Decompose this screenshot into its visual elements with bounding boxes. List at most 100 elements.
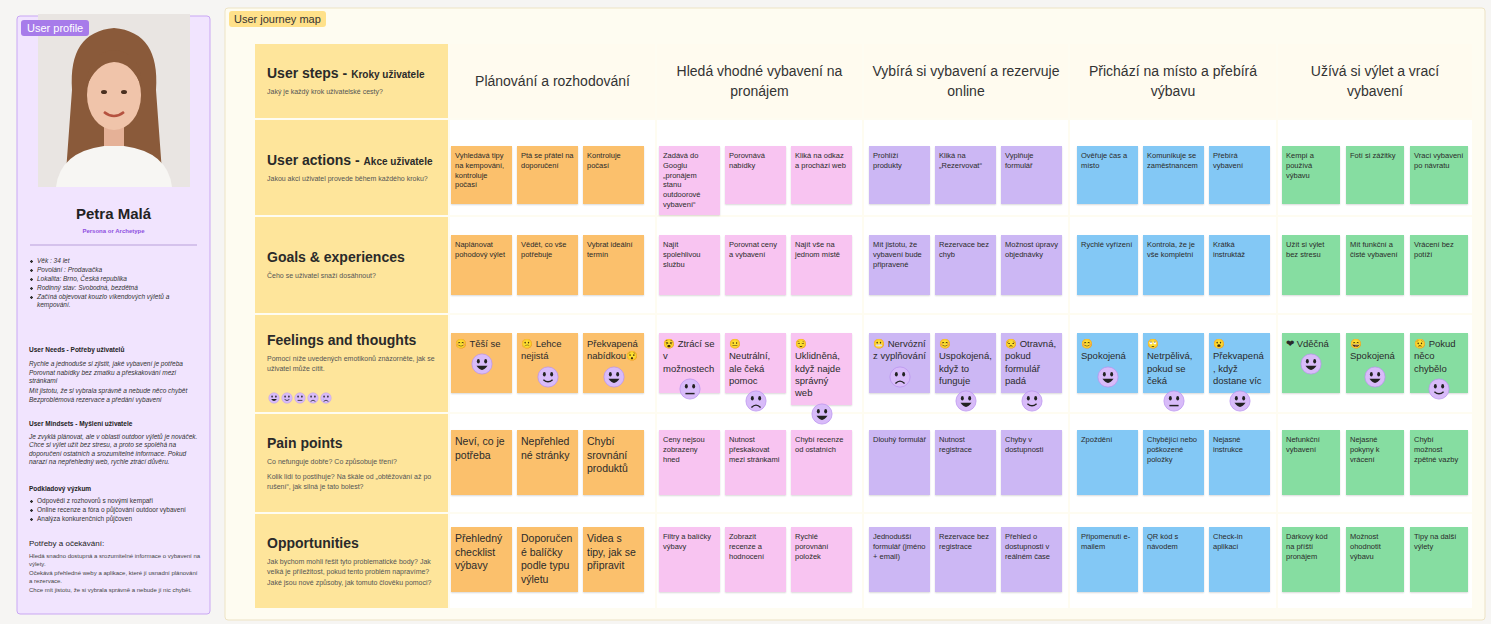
sticky-note: Najít vše na jednom místě	[791, 235, 852, 295]
sticky-text: Tipy na další výlety	[1414, 532, 1464, 552]
sticky-text: Najít vše na jednom místě	[795, 240, 848, 260]
sticky-text: Jednodušší formulář (jméno + email)	[873, 532, 926, 561]
sticky-note: Nejasné instrukce	[1209, 430, 1270, 495]
sticky-text: Užít si výlet bez stresu	[1286, 240, 1336, 260]
profile-text: User Mindsets - Myšlení uživatele	[29, 420, 201, 428]
sticky-note: Nutnost přeskakovat mezi stránkami	[725, 430, 786, 495]
row-title-line: User actions -Akce uživatele	[267, 151, 442, 169]
row-title: User actions -	[267, 152, 360, 168]
sticky-note: Kliká na odkaz a prochází web	[791, 146, 852, 204]
sticky-note: Mít funkční a čisté vybavení	[1346, 235, 1404, 295]
profile-text: Porovnat nabídky bez zmatku a přeskaková…	[29, 369, 201, 386]
grid-cells	[450, 120, 1472, 608]
sticky-text: QR kód s návodem	[1147, 532, 1200, 552]
sticky-text: Check-in aplikací	[1213, 532, 1266, 552]
face-icon	[811, 403, 833, 425]
sticky-note: Rezervace bez chyb	[935, 235, 996, 295]
row-label-cell: Feelings and thoughtsPomocí níže uvedený…	[255, 315, 448, 412]
stage-header: Přichází na místo a přebírá výbavu	[1070, 44, 1276, 118]
sticky-note: Dárkový kód na příští pronájem	[1282, 527, 1340, 592]
row-label-cell: User steps -Kroky uživateleJaký je každý…	[255, 44, 448, 118]
panel-tag: User journey map	[229, 11, 326, 27]
sticky-text: Rezervace bez chyb	[939, 240, 992, 260]
sticky-note: Zobrazit recenze a hodnocení	[725, 527, 786, 592]
sticky-note: 😐 Neutrální, ale čeká pomoc	[725, 333, 786, 393]
row-title-line: Feelings and thoughts	[267, 331, 442, 349]
sticky-text: Chybí srovnání produktů	[587, 435, 640, 476]
sticky-note: Chybí recenze od ostatních	[791, 430, 852, 495]
sticky-text: Doporučené balíčky podle typu výletu	[521, 532, 574, 587]
profile-text: Analýza konkurenčních půjčoven	[29, 515, 201, 523]
sticky-text: Přebírá vybavení	[1213, 151, 1266, 171]
face-icon	[1021, 390, 1043, 412]
sticky-note: Možnost ohodnotit výbavu	[1346, 527, 1404, 592]
profile-text: Online recenze a fóra o půjčování outdoo…	[29, 506, 201, 514]
sticky-text: Videa s tipy, jak se připravit	[587, 532, 640, 573]
row-description: Kolik lidí to postihuje? Na škále od „ob…	[267, 472, 442, 492]
sticky-note: Prohlíží produkty	[869, 146, 930, 204]
sticky-note: Naplánovat pohodový výlet	[451, 235, 512, 295]
sticky-text: Vrací vybavení po návratu	[1414, 151, 1464, 171]
sticky-note: Připomenutí e-mailem	[1077, 527, 1138, 592]
sticky-note: ❤ Vděčná	[1282, 333, 1340, 393]
sticky-note: Check-in aplikací	[1209, 527, 1270, 592]
sticky-text: 😌 Uklidněná, když najde správný web	[795, 338, 848, 400]
face-icon	[1428, 378, 1450, 400]
sticky-text: Zpoždění	[1081, 435, 1134, 445]
row-description: Jak bychom mohli řešit tyto problematick…	[267, 557, 442, 587]
sticky-text: 😄 Spokojená	[1350, 338, 1400, 363]
sticky-note: Užít si výlet bez stresu	[1282, 235, 1340, 295]
sticky-note: Kontroluje počasí	[583, 146, 644, 204]
face-icon	[889, 366, 911, 388]
stage-header: Hledá vhodné vybavení na pronájem	[657, 44, 862, 118]
sticky-note: Fotí si zážitky	[1346, 146, 1404, 204]
sticky-note: Neví, co je potřeba	[451, 430, 512, 495]
sticky-note: Mít jistotu, že vybavení bude připravené	[869, 235, 930, 295]
sticky-text: Mít jistotu, že vybavení bude připravené	[873, 240, 926, 269]
sticky-note: Rychlé vyřízení	[1077, 235, 1138, 295]
row-title: Feelings and thoughts	[267, 332, 416, 348]
sticky-note: 😟 Pokud něco chybělo	[1410, 333, 1468, 393]
sticky-text: 😊 Spokojená	[1081, 338, 1134, 363]
sticky-note: Chyby v dostupnosti	[1001, 430, 1062, 495]
sticky-text: 😟 Pokud něco chybělo	[1414, 338, 1464, 375]
profile-text: Chce mít jistotu, že si vybrala správně …	[29, 587, 201, 595]
sticky-note: 😕 Lehce nejistá	[517, 333, 578, 393]
sticky-note: Vybrat ideální termín	[583, 235, 644, 295]
divider-line	[30, 245, 197, 246]
sticky-text: Fotí si zážitky	[1350, 151, 1400, 161]
sticky-text: Vyhledává tipy na kempování, kontroluje …	[455, 151, 508, 190]
sticky-note: Vrací vybavení po návratu	[1410, 146, 1468, 204]
sticky-text: Chybí recenze od ostatních	[795, 435, 848, 455]
sticky-note: QR kód s návodem	[1143, 527, 1204, 592]
sticky-note: Zpoždění	[1077, 430, 1138, 495]
sticky-note: Chybějící nebo poškozené položky	[1143, 430, 1204, 495]
sticky-text: Neví, co je potřeba	[455, 435, 508, 462]
sticky-text: Komunikuje se zaměstnancem	[1147, 151, 1200, 171]
profile-text: Odpovědi z rozhovorů s novými kempaři	[29, 497, 201, 505]
row-description: Co nefunguje dobře? Co způsobuje tření?	[267, 457, 442, 467]
sticky-text: Naplánovat pohodový výlet	[455, 240, 508, 260]
profile-text: Rychle a jednoduše si zjistit, jaké vyba…	[29, 360, 201, 368]
sticky-note: Vyplňuje formulář	[1001, 146, 1062, 204]
sticky-text: Mít funkční a čisté vybavení	[1350, 240, 1400, 260]
face-icon	[1364, 366, 1386, 388]
sticky-text: Zadává do Googlu „pronájem stanu outdoor…	[663, 151, 716, 210]
sticky-text: Porovnává nabídky	[729, 151, 782, 171]
sticky-note: Krátká instruktáž	[1209, 235, 1270, 295]
sticky-text: Kempí a používá výbavu	[1286, 151, 1336, 180]
sticky-text: Kliká na odkaz a prochází web	[795, 151, 848, 171]
sticky-text: Dlouhý formulář	[873, 435, 926, 445]
face-icon	[1229, 390, 1251, 412]
sticky-text: Nejasné pokyny k vrácení	[1350, 435, 1400, 464]
stage-title: Užívá si výlet a vrací vybavení	[1286, 61, 1464, 102]
sticky-note: Jednodušší formulář (jméno + email)	[869, 527, 930, 592]
sticky-text: 😊 Těší se	[455, 338, 508, 350]
sticky-text: Rychlé vyřízení	[1081, 240, 1134, 250]
sticky-text: Možnost úpravy objednávky	[1005, 240, 1058, 260]
sticky-text: Krátká instruktáž	[1213, 240, 1266, 260]
row-subtitle: Kroky uživatele	[351, 69, 424, 80]
sticky-text: Kontroluje počasí	[587, 151, 640, 171]
portrait-photo	[38, 14, 190, 187]
